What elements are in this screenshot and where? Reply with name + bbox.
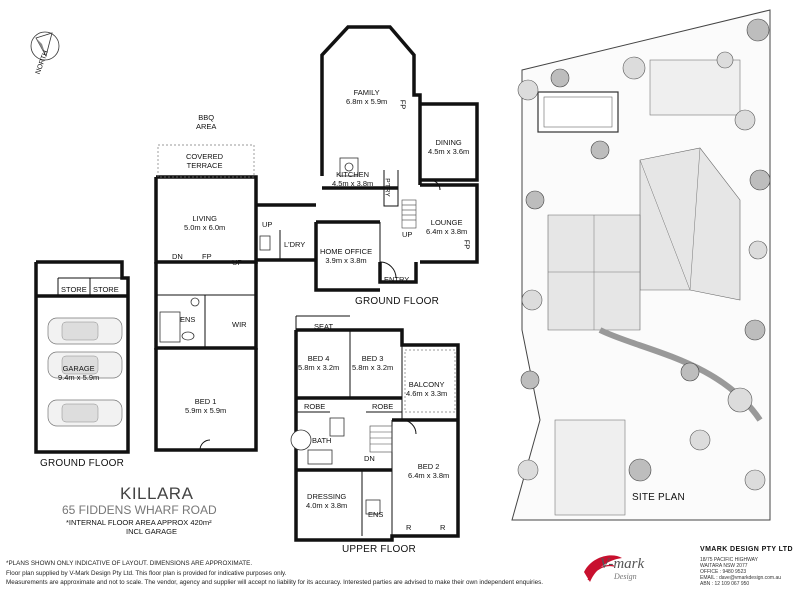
bed3-dimensions: 5.8m x 3.2m bbox=[352, 363, 394, 372]
bed3-name: BED 3 bbox=[361, 354, 384, 363]
covered-terrace-label: COVERED TERRACE bbox=[186, 152, 223, 170]
dining-room-dimensions: 4.5m x 3.6m bbox=[428, 147, 470, 156]
company-email: EMAIL : dave@vmarkdesign.com.au bbox=[700, 575, 782, 581]
disclaimer-line-2: Floor plan supplied by V-Mark Design Pty… bbox=[6, 570, 287, 577]
robe-label-1: ROBE bbox=[304, 402, 326, 411]
family-room-dimensions: 6.8m x 5.9m bbox=[346, 97, 388, 106]
north-compass-icon bbox=[30, 31, 60, 61]
robe-r-label-2: R bbox=[440, 523, 446, 532]
home-office-name: HOME OFFICE bbox=[320, 247, 373, 256]
kitchen-dimensions: 4.5m x 3.8m bbox=[332, 179, 374, 188]
ground-floor-walls bbox=[154, 25, 479, 452]
bed1-name: BED 1 bbox=[194, 397, 217, 406]
garage-dimensions: 9.4m x 5.9m bbox=[58, 373, 100, 382]
balcony-dimensions: 4.6m x 3.3m bbox=[406, 389, 448, 398]
disclaimer-line-1: *PLANS SHOWN ONLY INDICATIVE OF LAYOUT. … bbox=[6, 560, 253, 567]
dining-room-label: DINING 4.5m x 3.6m bbox=[428, 138, 469, 156]
ground-ensuite-label: ENS bbox=[180, 315, 196, 324]
floor-area-note: *INTERNAL FLOOR AREA APPROX 420m² bbox=[66, 518, 212, 527]
covered-terrace-line2: TERRACE bbox=[186, 161, 223, 170]
home-office-label: HOME OFFICE 3.9m x 3.8m bbox=[320, 247, 372, 265]
bath-label: BATH bbox=[312, 436, 332, 445]
store-label-2: STORE bbox=[93, 285, 119, 294]
balcony-label: BALCONY 4.6m x 3.3m bbox=[406, 380, 447, 398]
garage-area-note: INCL GARAGE bbox=[126, 527, 177, 536]
dressing-room-name: DRESSING bbox=[307, 492, 347, 501]
garage-cars-icon bbox=[47, 317, 123, 427]
property-suburb: KILLARA bbox=[120, 484, 194, 503]
lounge-fireplace-label: FP bbox=[462, 239, 472, 250]
lounge-label: LOUNGE 6.4m x 3.8m bbox=[426, 218, 467, 236]
ground-stair-up-label-3: UP bbox=[402, 230, 413, 239]
company-address-2: WAITARA NSW 2077 bbox=[700, 563, 748, 569]
covered-terrace-line1: COVERED bbox=[186, 152, 224, 161]
robe-label-2: ROBE bbox=[372, 402, 394, 411]
bbq-area-label: BBQ AREA bbox=[196, 113, 216, 131]
garage-name: GARAGE bbox=[62, 364, 95, 373]
upper-floor-title: UPPER FLOOR bbox=[342, 544, 416, 555]
dressing-room-label: DRESSING 4.0m x 3.8m bbox=[306, 492, 347, 510]
robe-r-label-1: R bbox=[406, 523, 412, 532]
family-room-name: FAMILY bbox=[353, 88, 380, 97]
bbq-label-line1: BBQ bbox=[198, 113, 215, 122]
upper-floor-fixtures bbox=[290, 417, 417, 515]
bed4-name: BED 4 bbox=[307, 354, 330, 363]
kitchen-name: KITCHEN bbox=[336, 170, 370, 179]
vmark-logo-subtext: Design bbox=[614, 572, 637, 581]
laundry-label: L'DRY bbox=[284, 240, 306, 249]
entry-label: ENTRY bbox=[384, 275, 410, 284]
property-address: 65 FIDDENS WHARF ROAD bbox=[62, 503, 217, 517]
living-fireplace-label: FP bbox=[202, 252, 212, 261]
home-office-dimensions: 3.9m x 3.8m bbox=[325, 256, 367, 265]
ground-stair-up-label-1: UP bbox=[232, 258, 243, 267]
bed1-dimensions: 5.9m x 5.9m bbox=[185, 406, 227, 415]
bed2-name: BED 2 bbox=[417, 462, 440, 471]
pantry-label: P'TRY bbox=[383, 178, 391, 197]
bed4-label: BED 4 5.8m x 3.2m bbox=[298, 354, 339, 372]
bed3-label: BED 3 5.8m x 3.2m bbox=[352, 354, 393, 372]
living-room-label: LIVING 5.0m x 6.0m bbox=[184, 214, 225, 232]
walk-in-robe-label: WIR bbox=[232, 320, 247, 329]
bed4-dimensions: 5.8m x 3.2m bbox=[298, 363, 340, 372]
company-address-1: 18/75 PACIFIC HIGHWAY bbox=[700, 557, 758, 563]
living-room-name: LIVING bbox=[192, 214, 217, 223]
bed1-label: BED 1 5.9m x 5.9m bbox=[185, 397, 226, 415]
dining-room-name: DINING bbox=[435, 138, 462, 147]
company-name: VMARK DESIGN PTY LTD bbox=[700, 546, 793, 553]
upper-ensuite-label: ENS bbox=[368, 510, 384, 519]
dressing-room-dimensions: 4.0m x 3.8m bbox=[306, 501, 348, 510]
family-fireplace-label: FP bbox=[398, 99, 408, 110]
bed2-dimensions: 6.4m x 3.8m bbox=[408, 471, 450, 480]
ground-floor-title: GROUND FLOOR bbox=[355, 296, 440, 307]
lounge-dimensions: 6.4m x 3.8m bbox=[426, 227, 468, 236]
ground-floor-fixtures bbox=[159, 157, 441, 451]
ground-stair-down-label: DN bbox=[172, 252, 183, 261]
bbq-label-line2: AREA bbox=[196, 122, 217, 131]
site-plan-drawing bbox=[511, 9, 771, 521]
vmark-logo-icon bbox=[584, 555, 622, 582]
kitchen-label: KITCHEN 4.5m x 3.8m bbox=[332, 170, 373, 188]
upper-stair-down-label: DN bbox=[364, 454, 375, 463]
family-room-label: FAMILY 6.8m x 5.9m bbox=[346, 88, 387, 106]
balcony-name: BALCONY bbox=[408, 380, 445, 389]
seat-label: SEAT bbox=[314, 322, 334, 331]
store-label-1: STORE bbox=[61, 285, 87, 294]
lounge-name: LOUNGE bbox=[430, 218, 463, 227]
garage-label: GARAGE 9.4m x 5.9m bbox=[58, 364, 99, 382]
vmark-logo-text: V-mark bbox=[600, 556, 645, 572]
garage-walls bbox=[34, 260, 130, 454]
disclaimer-line-3: Measurements are approximate and not to … bbox=[6, 579, 544, 586]
ground-stair-up-label-2: UP bbox=[262, 220, 273, 229]
company-phone: OFFICE : 9480 9523 bbox=[700, 569, 747, 575]
living-room-dimensions: 5.0m x 6.0m bbox=[184, 223, 226, 232]
bed2-label: BED 2 6.4m x 3.8m bbox=[408, 462, 449, 480]
site-plan-title: SITE PLAN bbox=[632, 492, 685, 503]
garage-ground-floor-title: GROUND FLOOR bbox=[40, 458, 125, 469]
company-abn: ABN : 12 109 067 950 bbox=[700, 581, 750, 587]
